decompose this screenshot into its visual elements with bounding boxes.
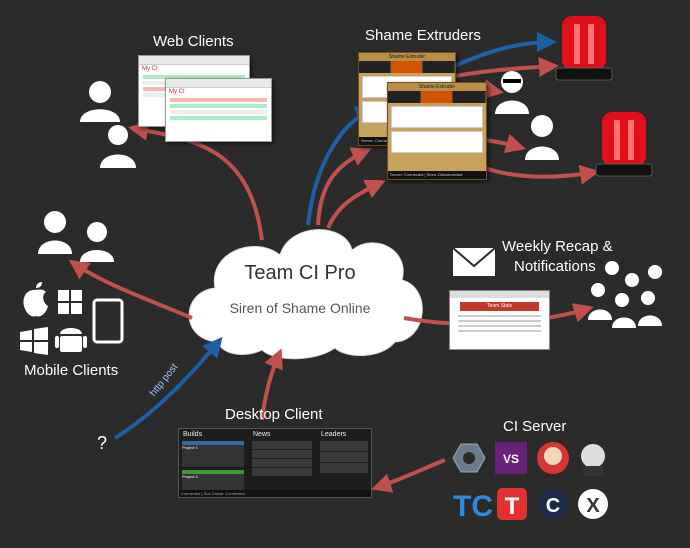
svg-text:X: X bbox=[586, 495, 600, 517]
arrow-http-post bbox=[113, 336, 223, 440]
desktop-status: Connected | Sos Online: Connected bbox=[179, 490, 371, 497]
svg-text:C: C bbox=[546, 495, 560, 517]
web-client-brand: My CI bbox=[142, 66, 158, 72]
windows-phone-icon bbox=[20, 327, 48, 355]
extruder-status: Server: Connected | Siren: Disconnected bbox=[388, 171, 486, 179]
apple-icon bbox=[23, 282, 48, 317]
desktop-column-news: News bbox=[253, 431, 271, 438]
siren-icon bbox=[595, 112, 653, 177]
arrow-extruder-to-people-2 bbox=[484, 133, 526, 153]
arrow-to-extruders-2 bbox=[326, 179, 386, 229]
extruder-window-title: Shame Extruder bbox=[359, 53, 455, 61]
arrow-desktop-to-cloud bbox=[260, 348, 283, 421]
label-web-clients: Web Clients bbox=[153, 33, 234, 50]
label-mobile-clients: Mobile Clients bbox=[24, 362, 119, 379]
label-weekly-recap: Weekly Recap & bbox=[502, 238, 613, 255]
ci-server-panel: VS TC T C X bbox=[447, 436, 615, 526]
web-client-brand: My CI bbox=[169, 89, 185, 95]
desktop-client-screenshot: Builds Project 1 Project 2 News Leaders … bbox=[178, 428, 372, 498]
arrow-extruder-to-siren-blue bbox=[454, 32, 557, 68]
cruisecontrol-icon: C bbox=[538, 489, 568, 519]
cloud-shape bbox=[188, 229, 423, 360]
label-notifications: Notifications bbox=[514, 258, 596, 275]
hudson-icon bbox=[581, 444, 605, 476]
person-icon bbox=[38, 211, 72, 254]
build-project-1: Project 1 bbox=[182, 445, 198, 450]
person-icon bbox=[80, 81, 120, 122]
arrow-to-mobile-clients bbox=[68, 259, 193, 320]
travis-icon: T bbox=[497, 488, 527, 520]
weekly-recap-email: Team Stats bbox=[449, 290, 550, 350]
label-ci-server: CI Server bbox=[503, 418, 567, 435]
nut-icon bbox=[452, 443, 486, 473]
people-group-icon bbox=[588, 261, 662, 328]
svg-text:VS: VS bbox=[503, 452, 519, 466]
cctray-icon: X bbox=[578, 489, 608, 519]
windows-icon bbox=[58, 290, 82, 314]
person-icon bbox=[525, 115, 559, 160]
label-shame-extruders: Shame Extruders bbox=[365, 27, 481, 44]
web-client-screenshot-front: My CI bbox=[165, 78, 272, 142]
unknown-source: ? bbox=[97, 433, 108, 453]
siren-icon bbox=[555, 16, 613, 81]
arrow-extruder-to-siren-top bbox=[454, 56, 559, 78]
android-icon bbox=[55, 328, 87, 352]
build-project-2: Project 2 bbox=[182, 474, 198, 479]
person-sunglasses-icon bbox=[495, 71, 529, 114]
teamcity-icon: TC bbox=[453, 490, 493, 523]
svg-text:TC: TC bbox=[453, 490, 493, 523]
cloud-title: Team CI Pro bbox=[244, 262, 356, 284]
arrow-to-extruders-1 bbox=[316, 147, 372, 226]
extruder-window-title: Shame Extruder bbox=[388, 83, 486, 91]
email-banner: Team Stats bbox=[460, 302, 539, 311]
person-headset-icon bbox=[100, 125, 136, 168]
jenkins-icon bbox=[537, 442, 569, 474]
envelope-icon bbox=[452, 247, 496, 276]
person-icon bbox=[80, 222, 114, 262]
svg-text:T: T bbox=[505, 493, 520, 520]
tablet-icon bbox=[92, 298, 124, 344]
desktop-column-builds: Builds bbox=[183, 431, 203, 438]
visual-studio-team-foundation-icon: VS bbox=[495, 442, 527, 474]
arrow-extruder-to-siren-bottom bbox=[484, 164, 600, 185]
desktop-column-leaders: Leaders bbox=[321, 431, 347, 438]
label-desktop-client: Desktop Client bbox=[225, 406, 323, 423]
extruder-window-front: Shame Extruder Server: Connected | Siren… bbox=[387, 82, 487, 180]
arrow-ci-to-desktop bbox=[371, 458, 446, 493]
arrow-to-web-clients bbox=[128, 120, 264, 241]
cloud-subtitle: Siren of Shame Online bbox=[229, 300, 371, 316]
